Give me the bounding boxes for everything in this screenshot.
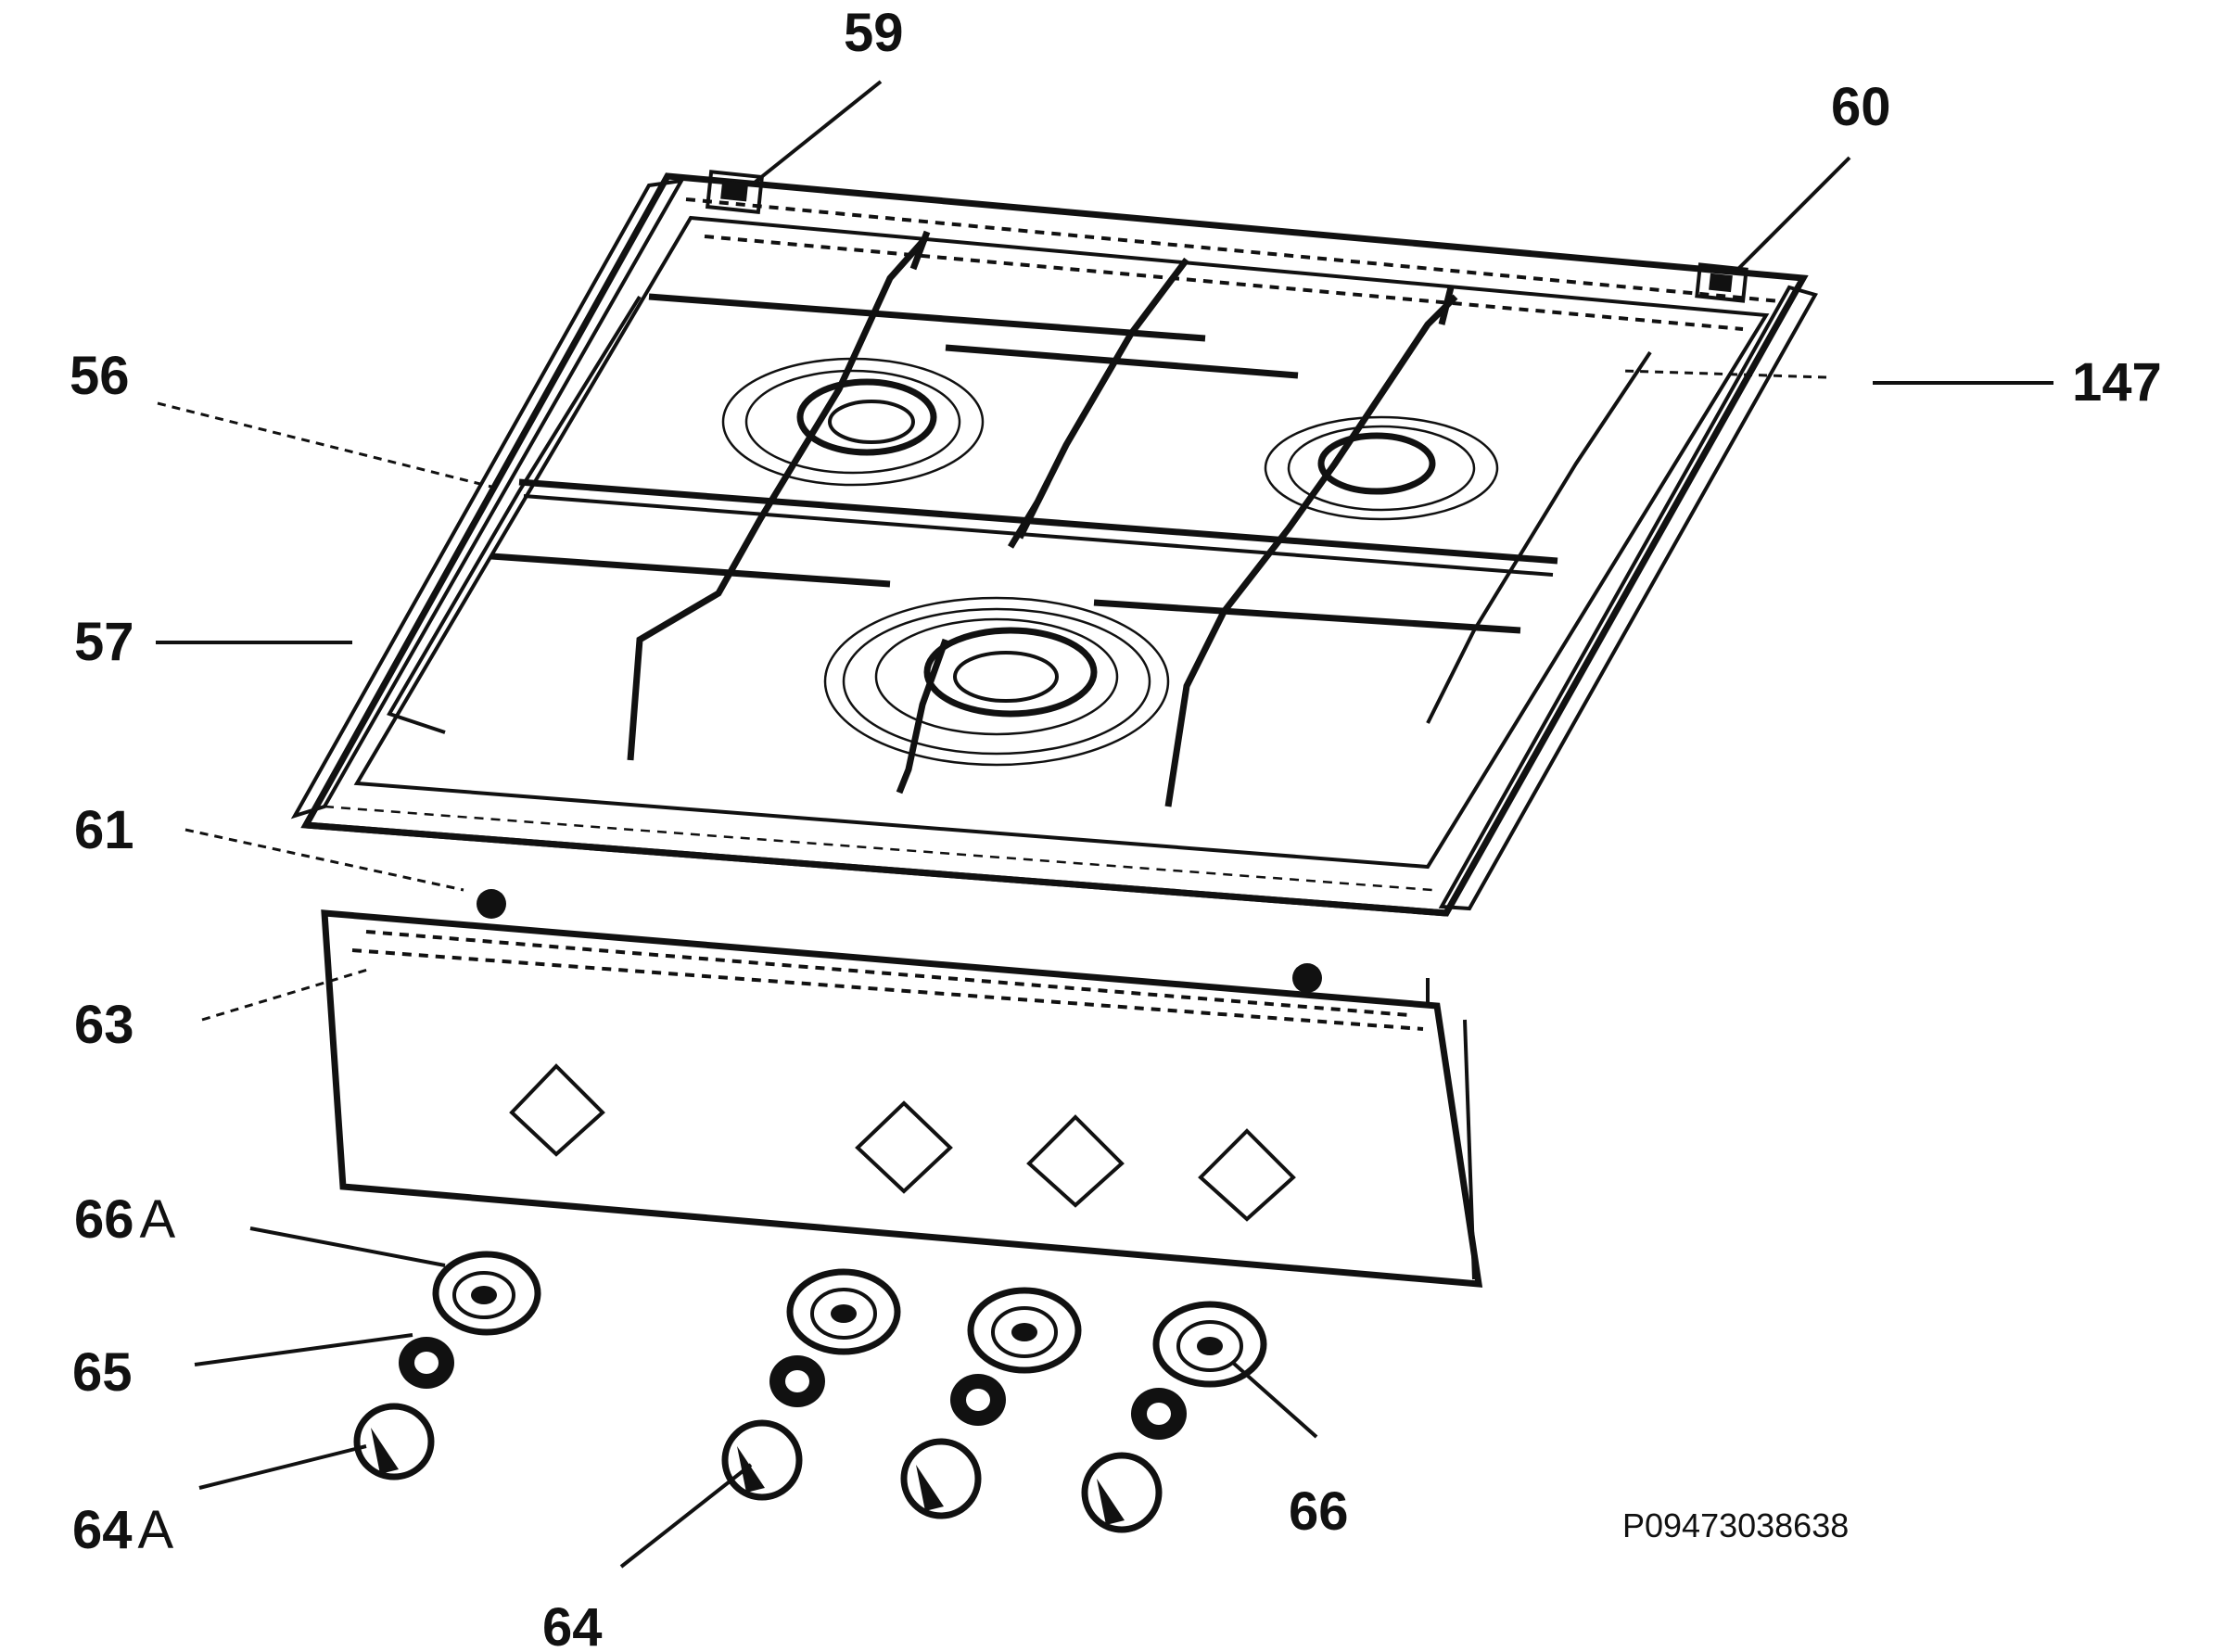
corner-clip-right <box>1695 262 1748 303</box>
callout-59: 59 <box>844 3 904 63</box>
burner-rear-right <box>1264 415 1499 521</box>
callout-57: 57 <box>74 612 134 672</box>
knob-set-1 <box>721 1268 901 1501</box>
callout-63: 63 <box>74 995 134 1055</box>
corner-clip-left <box>705 170 765 215</box>
callout-60: 60 <box>1831 77 1891 137</box>
knob-set-left <box>353 1251 541 1480</box>
callout-61: 61 <box>74 800 134 860</box>
callout-64: 64 <box>542 1597 603 1652</box>
burner-front-center <box>823 596 1170 767</box>
leader-lines <box>156 80 2053 1569</box>
control-panel <box>321 889 1483 1288</box>
reference-code: P09473038638 <box>1622 1506 1849 1544</box>
knob-set-2 <box>900 1287 1082 1519</box>
callout-65: 65 <box>72 1342 133 1403</box>
pan-support-grids <box>387 230 1652 807</box>
callout-66: 66 <box>1289 1481 1349 1542</box>
cooktop-frame <box>290 172 1818 917</box>
burner-rear-left <box>721 357 985 487</box>
callout-56: 56 <box>70 346 130 406</box>
knob-set-3 <box>1081 1301 1267 1533</box>
callout-147: 147 <box>2072 352 2162 413</box>
